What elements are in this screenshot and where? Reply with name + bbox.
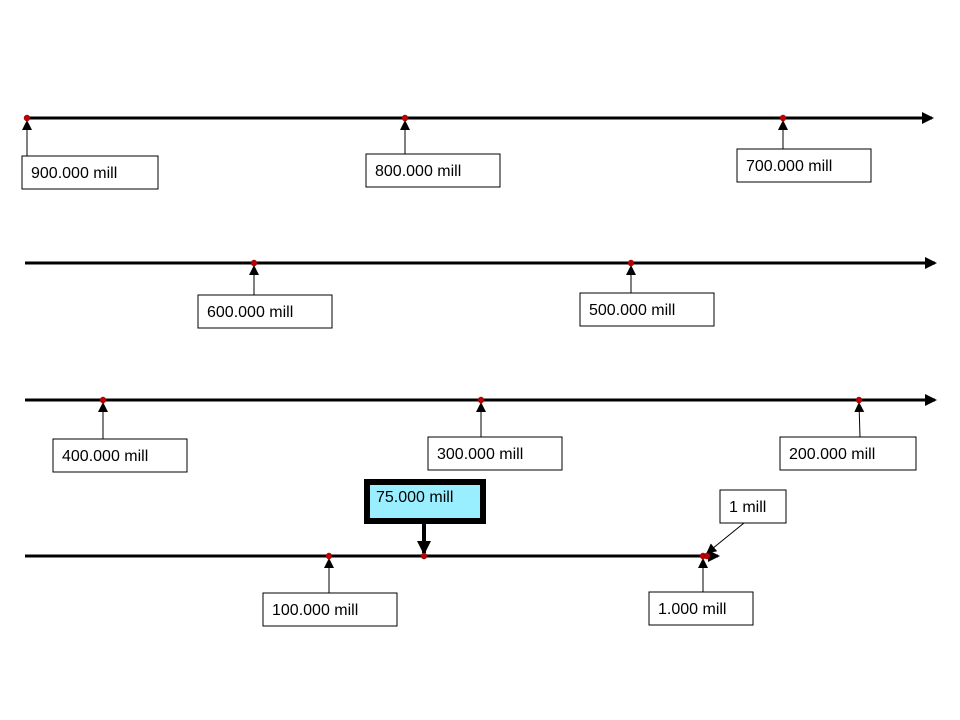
marker-label: 75.000 mill — [376, 489, 453, 506]
marker-label: 500.000 mill — [589, 302, 675, 319]
marker-label: 300.000 mill — [437, 446, 523, 463]
highlight-label-box — [364, 479, 486, 524]
label-box — [719, 489, 787, 524]
timeline-point — [23, 114, 31, 122]
label-box — [262, 592, 398, 627]
timeline-point — [250, 259, 258, 267]
label-box — [197, 294, 333, 329]
marker-label: 800.000 mill — [375, 163, 461, 180]
label-box — [579, 292, 715, 327]
timeline-point — [627, 259, 635, 267]
timeline-point — [401, 114, 409, 122]
timeline-point — [779, 114, 787, 122]
timeline-point — [99, 396, 107, 404]
timeline-row: 900.000 mill 800.000 mill 700.000 mill — [21, 112, 934, 190]
pointer-arrow — [854, 402, 865, 438]
marker-label: 400.000 mill — [62, 448, 148, 465]
timeline-point — [703, 552, 711, 560]
label-box — [779, 436, 917, 471]
timeline-marker: 1 mill — [703, 489, 787, 560]
label-box — [21, 155, 159, 190]
timeline-point — [477, 396, 485, 404]
timeline-marker: 200.000 mill — [779, 396, 917, 471]
timeline-point — [855, 396, 863, 404]
timeline-row: 400.000 mill 300.000 mill 200.000 mill — [25, 394, 937, 473]
marker-label: 700.000 mill — [746, 158, 832, 175]
timeline-row: 600.000 mill 500.000 mill — [25, 257, 937, 329]
timeline-marker: 600.000 mill — [197, 259, 333, 329]
timeline-marker: 800.000 mill — [365, 114, 501, 188]
timeline-marker: 400.000 mill — [52, 396, 188, 473]
timeline-marker: 900.000 mill — [21, 114, 159, 190]
marker-label: 600.000 mill — [207, 304, 293, 321]
timeline-marker: 700.000 mill — [736, 114, 872, 183]
timeline-marker: 300.000 mill — [427, 396, 563, 471]
label-box — [365, 153, 501, 188]
marker-label: 900.000 mill — [31, 165, 117, 182]
marker-label: 1 mill — [729, 499, 766, 516]
label-box — [52, 438, 188, 473]
timeline-marker: 100.000 mill — [262, 552, 398, 627]
timeline-marker: 500.000 mill — [579, 259, 715, 327]
timeline-marker: 75.000 mill — [364, 479, 486, 560]
marker-label: 200.000 mill — [789, 446, 875, 463]
marker-label: 100.000 mill — [272, 602, 358, 619]
timeline-point — [325, 552, 333, 560]
label-box — [427, 436, 563, 471]
marker-label: 1.000 mill — [658, 601, 726, 618]
timeline-row: 100.000 mill 75.000 mill 1.000 mill 1 mill — [25, 479, 787, 627]
timeline-point — [420, 552, 428, 560]
timeline-marker: 1.000 mill — [648, 552, 754, 626]
label-box — [736, 148, 872, 183]
label-box — [648, 591, 754, 626]
pointer-arrow — [706, 522, 745, 554]
